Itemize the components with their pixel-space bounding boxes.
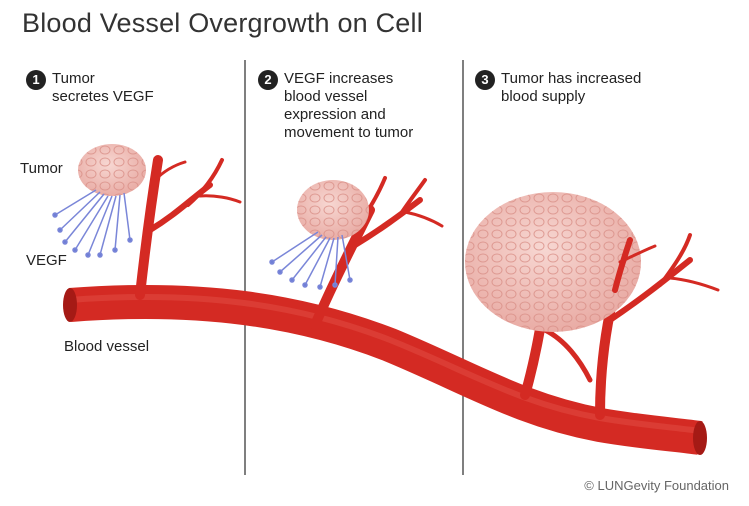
tumor-2 (297, 180, 369, 240)
tumor-3 (465, 192, 641, 332)
step-2-line-4: movement to tumor (284, 124, 414, 141)
copyright-credit: © LUNGevity Foundation (584, 478, 729, 493)
blood-vessel (63, 284, 707, 455)
diagram-title: Blood Vessel Overgrowth on Cell (22, 8, 423, 38)
step-1-text: Tumor secretes VEGF (52, 70, 154, 106)
step-3-badge: 3 (475, 70, 495, 90)
step-1-line-1: Tumor (52, 70, 95, 87)
step-1-badge: 1 (26, 70, 46, 90)
step-3-line-1: Tumor has increased (501, 70, 642, 87)
step-2-badge: 2 (258, 70, 278, 90)
step-2-line-3: expression and (284, 106, 386, 123)
tumor-1 (78, 144, 146, 196)
step-2-line-1: VEGF increases (284, 70, 394, 87)
step-2-line-2: blood vessel (284, 88, 368, 105)
vegf-rays-1 (52, 189, 133, 258)
vegf-label: VEGF (26, 252, 67, 269)
vessel-branches-1 (135, 155, 242, 300)
blood-vessel-label: Blood vessel (64, 338, 150, 355)
step-2-text: VEGF increases blood vessel expression a… (284, 70, 413, 142)
vegf-rays-2 (269, 231, 353, 290)
step-1-line-2: secretes VEGF (52, 88, 154, 105)
tumor-3-vessels (612, 237, 657, 293)
step-3-line-2: blood supply (501, 88, 586, 105)
step-3-text: Tumor has increased blood supply (501, 70, 641, 106)
tumor-label: Tumor (20, 160, 63, 177)
